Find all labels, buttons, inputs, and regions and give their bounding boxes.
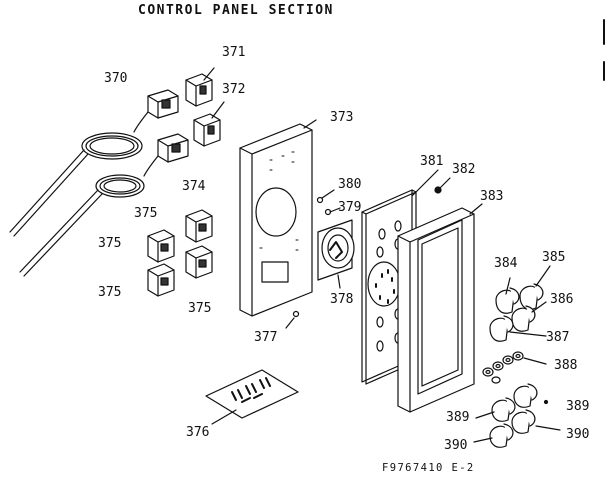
part-388-bushings	[482, 351, 547, 384]
label-389-right: 389	[566, 399, 589, 414]
label-376: 376	[186, 425, 209, 440]
part-375-switch-d	[147, 263, 175, 297]
part-385-knob	[519, 265, 551, 310]
label-379: 379	[338, 200, 361, 215]
label-381: 381	[420, 154, 443, 169]
label-373: 373	[330, 110, 353, 125]
label-375-c: 375	[98, 285, 121, 300]
label-384: 384	[494, 256, 518, 271]
label-389-left: 389	[446, 410, 469, 425]
part-370-thermostat	[9, 89, 179, 237]
part-372-switch	[193, 101, 225, 147]
label-371: 371	[222, 45, 245, 60]
part-371-switch	[185, 67, 215, 107]
part-379-screw	[324, 207, 341, 216]
drawing-code: F9767410 E-2	[382, 462, 475, 474]
label-387: 387	[546, 330, 569, 345]
label-383: 383	[480, 189, 503, 204]
part-375-switch-a	[185, 209, 213, 243]
label-370: 370	[104, 71, 127, 86]
part-375-switch-c	[185, 245, 213, 279]
label-375-b: 375	[98, 236, 121, 251]
part-384-knob	[495, 277, 520, 314]
diagram-title: CONTROL PANEL SECTION	[138, 3, 334, 18]
part-387-knob	[489, 315, 547, 342]
label-375-d: 375	[188, 301, 211, 316]
part-390-knob-right	[511, 409, 561, 434]
part-386-knob	[511, 301, 547, 332]
label-377: 377	[254, 330, 277, 345]
part-383-trim-frame	[397, 203, 483, 413]
part-373-back-panel	[239, 119, 317, 317]
label-388: 388	[554, 358, 577, 373]
label-375-a: 375	[134, 206, 157, 221]
part-382-screw	[434, 177, 451, 194]
part-376-label-plate	[205, 369, 299, 425]
part-389-knob-left	[475, 397, 516, 422]
label-382: 382	[452, 162, 475, 177]
label-386: 386	[550, 292, 573, 307]
label-374: 374	[182, 179, 206, 194]
part-380-screw	[316, 189, 335, 204]
part-378-clock	[317, 219, 355, 289]
label-390-right: 390	[566, 427, 589, 442]
part-390-knob-left	[473, 423, 514, 448]
label-378: 378	[330, 292, 353, 307]
part-374-thermostat	[19, 133, 189, 277]
label-372: 372	[222, 82, 245, 97]
label-385: 385	[542, 250, 565, 265]
label-390-left: 390	[444, 438, 467, 453]
part-377-screw	[285, 310, 300, 329]
label-380: 380	[338, 177, 361, 192]
part-389-knob-right	[513, 383, 549, 408]
part-375-switch-b	[147, 229, 175, 263]
